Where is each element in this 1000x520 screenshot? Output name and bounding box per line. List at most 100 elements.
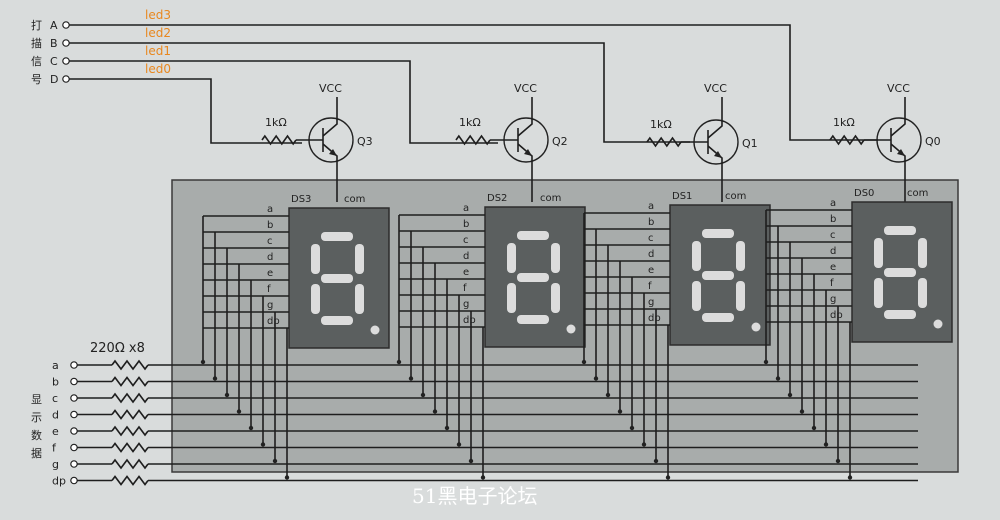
pin-label-dp: dp [463,315,476,326]
segment-resistor [111,376,149,387]
svg-text:b: b [52,376,59,389]
segment-f [692,241,701,271]
svg-text:数: 数 [31,429,42,442]
scan-input-a: A led3 [50,8,878,141]
segment-a [884,226,916,235]
segment-dp [370,325,380,335]
svg-text:据: 据 [31,446,42,460]
segment-g [884,268,916,277]
svg-text:描: 描 [31,36,42,50]
segment-d [517,315,549,324]
segment-e [311,284,320,314]
segment-f [311,244,320,274]
pin-label-dp: dp [830,310,843,321]
vcc-label: VCC [319,82,342,95]
base-resistor-label: 1kΩ [459,116,481,129]
pin-label-f: f [463,283,467,294]
svg-text:D: D [50,73,58,86]
pin-label-b: b [463,219,469,230]
pin-label-f: f [830,278,834,289]
display-name: DS3 [291,194,311,205]
pin-label-e: e [267,268,273,279]
display-data-side-label: 显 示 数 据 [31,393,42,460]
common-pin-label: com [540,193,561,204]
segment-c [736,281,745,311]
base-resistor-label: 1kΩ [265,116,287,129]
pin-label-a: a [267,204,273,215]
svg-text:A: A [50,19,58,32]
svg-text:号: 号 [31,73,42,86]
base-resistor [829,134,865,146]
pin-label-d: d [267,252,273,263]
segment-resistor [111,475,149,486]
data-input-f: f [52,442,918,455]
driver-stage-q2: VCC 1kΩ Q2 [455,82,568,202]
svg-text:B: B [50,37,58,50]
segment-c [551,283,560,313]
data-input-b: b [52,376,918,389]
base-resistor-label: 1kΩ [650,118,672,131]
watermark: 51黑电子论坛 [412,484,537,508]
pin-label-c: c [648,233,654,244]
pin-label-b: b [267,220,273,231]
pin-label-g: g [267,300,273,311]
segment-b [918,238,927,268]
vcc-label: VCC [514,82,537,95]
segment-e [692,281,701,311]
segment-a [321,232,353,241]
data-input-d: d [52,409,918,422]
data-input-a: a [52,359,918,372]
pin-label-c: c [267,236,273,247]
net-label-led0: led0 [145,62,171,76]
pin-label-e: e [463,267,469,278]
segment-c [918,278,927,308]
common-pin-label: com [907,188,928,199]
segment-resistor [111,359,149,371]
segment-b [551,243,560,273]
pin-label-e: e [648,265,654,276]
transistor-label: Q2 [552,135,568,148]
vcc-label: VCC [704,82,727,95]
svg-text:信: 信 [31,55,42,68]
segment-dp [933,319,943,329]
pin-label-f: f [648,281,652,292]
pin-label-b: b [648,217,654,228]
pin-label-d: d [830,246,836,257]
data-input-c: c [52,392,918,405]
base-resistor [261,134,297,146]
segment-b [355,244,364,274]
display-name: DS1 [672,191,692,202]
segment-g [702,271,734,280]
vcc-label: VCC [887,82,910,95]
pin-label-f: f [267,284,271,295]
segment-b [736,241,745,271]
segment-a [702,229,734,238]
segment-d [884,310,916,319]
pin-label-d: d [463,251,469,262]
pin-label-c: c [830,230,836,241]
segment-d [321,316,353,325]
svg-text:e: e [52,425,59,438]
pin-label-a: a [463,203,469,214]
svg-text:打: 打 [31,18,42,32]
svg-text:f: f [52,442,57,455]
net-label-led1: led1 [145,44,171,58]
svg-text:示: 示 [31,411,42,424]
pin-label-g: g [648,297,654,308]
segment-resistor [111,442,149,453]
pin-label-g: g [463,299,469,310]
pin-label-dp: dp [267,316,280,327]
display-name: DS0 [854,188,874,199]
segment-g [321,274,353,283]
segment-e [507,283,516,313]
svg-text:C: C [50,55,58,68]
